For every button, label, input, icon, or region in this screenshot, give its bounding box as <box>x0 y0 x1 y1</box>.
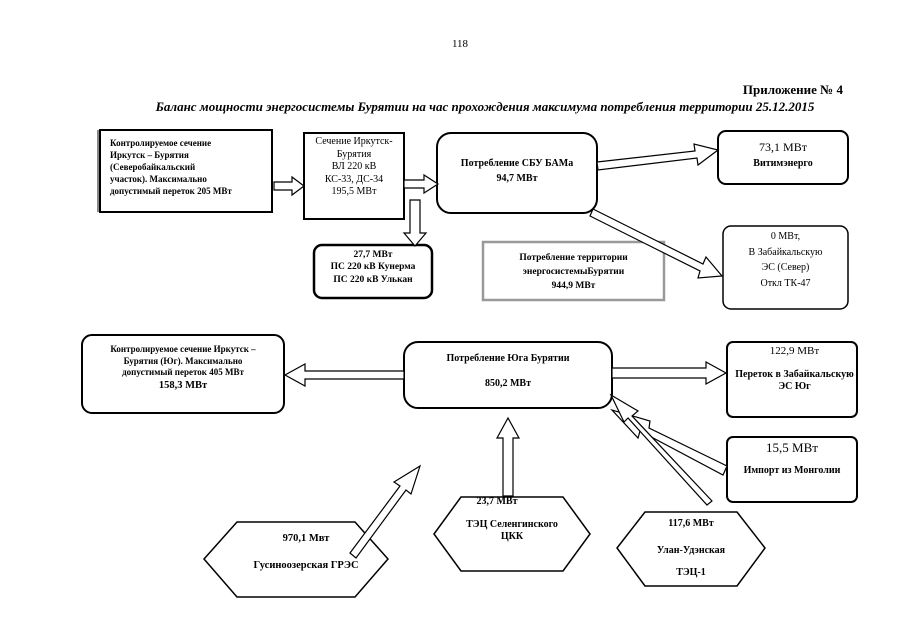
gusinoozersk-hexagon <box>203 521 389 598</box>
tec-selenga-hexagon <box>433 496 591 572</box>
section-line-box <box>303 132 405 220</box>
diagram-title: Баланс мощности энергосистемы Бурятии на… <box>155 99 815 114</box>
vitimenergo-text: 73,1 МВт Витимэнерго <box>753 140 813 169</box>
arrow-selenga-to-south <box>495 416 521 497</box>
south-consumption-text: Потребление Юга Бурятии 850,2 МВт <box>446 353 570 389</box>
substations-text: 27,7 МВт ПС 220 кВ Кунерма ПС 220 кВ Уль… <box>330 250 416 285</box>
controlled-section-north-text: Контролируемое сечение Иркутск – Бурятия… <box>110 138 232 196</box>
zabaikal-north-box <box>722 225 849 310</box>
arrow-section-to-sbu <box>403 173 440 195</box>
appendix-label: Приложение № 4 <box>742 82 843 97</box>
arrow-sbu-to-zabaikal <box>589 208 724 279</box>
arrow-north-to-section <box>273 175 305 197</box>
arrow-south-to-zabaikal <box>611 360 728 386</box>
arrow-sbu-to-vitim <box>596 143 720 171</box>
controlled-section-south-box <box>81 334 285 414</box>
zabaikal-south-text: 122,9 МВт Переток в Забайкальскую ЭС Юг <box>735 345 854 393</box>
controlled-section-south-text: Контролируемое сечение Иркутск – Бурятия… <box>110 344 256 392</box>
sbu-bam-text: Потребление СБУ БАМа 94,7 МВт <box>460 158 574 184</box>
arrow-section-to-substations <box>402 199 428 247</box>
gusinoozersk-text: 970,1 Мвт Гусиноозерская ГРЭС <box>253 533 359 572</box>
sbu-bam-box <box>436 132 598 214</box>
zabaikal-north-text: 0 МВт, В Забайкальскую ЭС (Север) Откл Т… <box>748 231 823 289</box>
territory-consumption-box <box>481 240 666 302</box>
ulan-ude-hexagon <box>616 511 766 587</box>
mongolia-text: 15,5 МВт Импорт из Монголии <box>743 440 841 477</box>
arrow-south-to-controlled <box>283 362 405 388</box>
page-number: 118 <box>451 38 469 50</box>
section-line-text: Сечение Иркутск- Бурятия ВЛ 220 кВ КС-33… <box>315 136 393 197</box>
tec-selenga-text: 23,7 МВт ТЭЦ Селенгинского ЦКК <box>466 496 558 542</box>
substations-box <box>312 243 434 300</box>
territory-consumption-text: Потребление территории энергосистемыБуря… <box>519 253 628 291</box>
mongolia-box <box>726 436 858 503</box>
ulan-ude-text: 117,6 МВт Улан-Удэнская ТЭЦ-1 <box>656 518 726 578</box>
vitimenergo-box <box>717 130 849 185</box>
arrow-ulan-ude-to-south <box>609 393 713 506</box>
zabaikal-south-box <box>726 341 858 418</box>
controlled-section-north-box <box>99 129 273 213</box>
arrow-gres-to-south <box>349 464 422 559</box>
